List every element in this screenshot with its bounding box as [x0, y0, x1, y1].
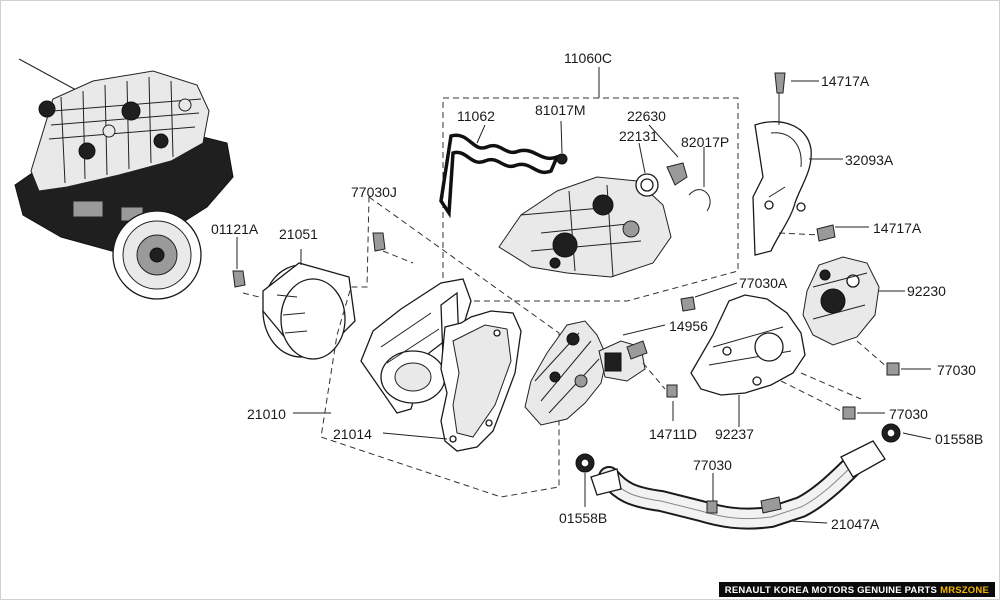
- electric-pump-14956: [524, 320, 678, 426]
- label-77030A: 77030A: [739, 275, 788, 291]
- label-77030-low: 77030: [693, 457, 732, 473]
- label-77030-mid: 77030: [889, 406, 928, 422]
- label-14956: 14956: [669, 318, 708, 334]
- label-14717A-mid: 14717A: [873, 220, 922, 236]
- label-22131: 22131: [619, 128, 658, 144]
- label-01121A: 01121A: [211, 221, 259, 237]
- label-01558B-left: 01558B: [559, 510, 607, 526]
- label-82017P: 82017P: [681, 134, 729, 150]
- label-11062: 11062: [457, 108, 495, 124]
- heat-shield-92237: [680, 282, 862, 427]
- label-22630: 22630: [627, 108, 666, 124]
- label-01558B-right: 01558B: [935, 431, 983, 447]
- part-labels: 11060C 11062 81017M 22630 22131 82017P 1…: [211, 50, 983, 532]
- label-14711D: 14711D: [649, 426, 697, 442]
- label-21051: 21051: [279, 226, 318, 242]
- label-92230: 92230: [907, 283, 946, 299]
- cover-plate-32093A: [752, 72, 869, 256]
- watermark-footer: RENAULT KOREA MOTORS GENUINE PARTS MRSZO…: [718, 582, 995, 597]
- label-32093A: 32093A: [845, 152, 894, 168]
- water-outlet-assembly: [439, 67, 739, 302]
- coolant-pipe-21047A: [575, 423, 932, 530]
- label-11060C: 11060C: [564, 50, 612, 66]
- footer-text: RENAULT KOREA MOTORS GENUINE PARTS: [724, 584, 938, 596]
- label-14717A-top: 14717A: [821, 73, 870, 89]
- label-77030-right: 77030: [937, 362, 976, 378]
- label-21014: 21014: [333, 426, 372, 442]
- label-81017M: 81017M: [535, 102, 586, 118]
- label-77030J: 77030J: [351, 184, 397, 200]
- engine-assembly-illustration: [14, 58, 234, 300]
- actuator-92230: [802, 256, 931, 420]
- water-pump-assembly: [232, 196, 560, 498]
- label-21047A: 21047A: [831, 516, 880, 532]
- label-92237: 92237: [715, 426, 754, 442]
- label-21010: 21010: [247, 406, 286, 422]
- footer-brand: MRSZONE: [940, 584, 989, 596]
